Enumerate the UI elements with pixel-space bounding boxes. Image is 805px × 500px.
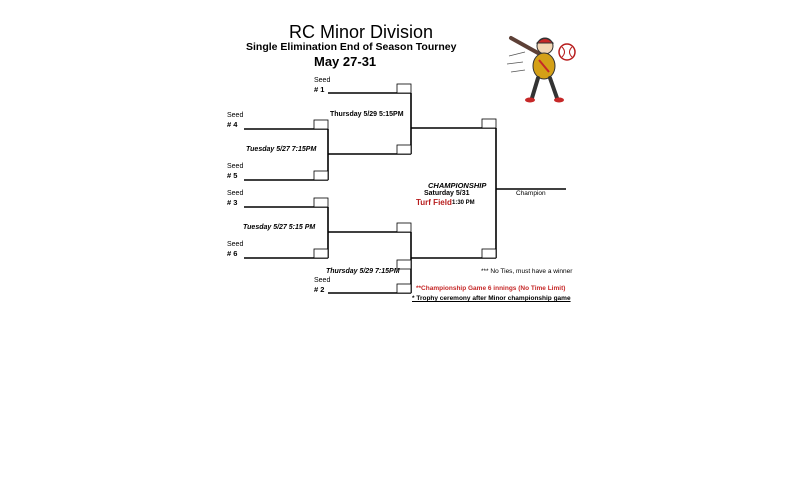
semi-top-time: Thursday 5/29 5:15PM bbox=[330, 111, 404, 118]
seed-3-label: Seed bbox=[227, 190, 244, 197]
seed-5-number: # 5 bbox=[227, 171, 238, 180]
page-subtitle: Single Elimination End of Season Tourney bbox=[246, 41, 457, 53]
seed-4-label: Seed bbox=[227, 112, 244, 119]
game-3v6-time: Tuesday 5/27 5:15 PM bbox=[243, 224, 316, 231]
page-title: RC Minor Division bbox=[289, 22, 434, 42]
seed-1-number: # 1 bbox=[314, 85, 325, 94]
semi-bottom-time: Thursday 5/29 7:15PM bbox=[326, 268, 400, 275]
innings-note: **Championship Game 6 innings (No Time L… bbox=[416, 285, 566, 292]
no-ties-note: *** No Ties, must have a winner bbox=[481, 268, 573, 275]
seed-1-label: Seed bbox=[314, 77, 331, 84]
seed-5-label: Seed bbox=[227, 163, 244, 170]
seed-2-label: Seed bbox=[314, 277, 331, 284]
champion-label: Champion bbox=[516, 190, 546, 197]
championship-heading: CHAMPIONSHIP bbox=[428, 181, 487, 190]
seed-6-label: Seed bbox=[227, 241, 244, 248]
seed-4-number: # 4 bbox=[227, 120, 238, 129]
seed-3-number: # 3 bbox=[227, 198, 238, 207]
baseball-batter-mascot-icon bbox=[506, 36, 576, 103]
seed-6-number: # 6 bbox=[227, 249, 238, 258]
tourney-dates: May 27-31 bbox=[314, 54, 377, 69]
championship-time: 1:30 PM bbox=[452, 200, 475, 206]
game-4v5-time: Tuesday 5/27 7:15PM bbox=[246, 146, 317, 153]
seed-2-number: # 2 bbox=[314, 285, 325, 294]
trophy-note: * Trophy ceremony after Minor championsh… bbox=[412, 295, 571, 302]
championship-field: Turf Field bbox=[416, 198, 452, 207]
championship-date: Saturday 5/31 bbox=[424, 190, 470, 197]
